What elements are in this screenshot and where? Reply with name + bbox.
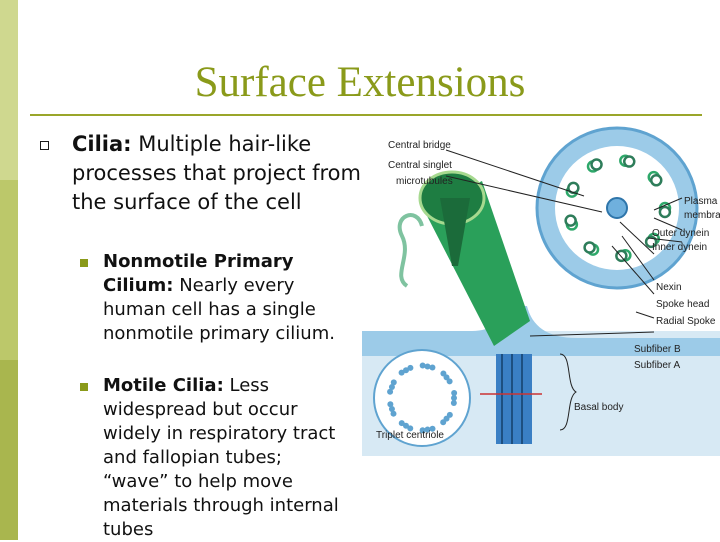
sidebar-band — [0, 180, 18, 360]
bullet-term: Cilia: — [72, 132, 132, 156]
triplet-microtubule — [419, 362, 426, 369]
sub-bullet-term: Nonmotile Primary Cilium: — [103, 251, 294, 296]
slide-title: Surface Extensions — [194, 59, 526, 106]
doublet-microtubule — [644, 235, 658, 249]
label-nexin: Nexin — [656, 282, 682, 293]
sub-bullet-text: Nearly every human cell has a single non… — [103, 275, 335, 344]
label-inner-dynein: Inner dynein — [652, 242, 707, 253]
triplet-microtubule — [407, 364, 414, 371]
triplet-microtubule — [398, 420, 405, 427]
label-triplet-centriole: Triplet centriole — [376, 430, 444, 441]
triplet-microtubule — [429, 425, 436, 432]
label-subfiber-b: Subfiber B — [634, 344, 681, 355]
centriole-triplets — [387, 362, 458, 434]
title-divider — [30, 114, 702, 116]
triplet-microtubule — [429, 364, 436, 371]
triplet-microtubule — [446, 378, 453, 385]
sub-bullet-motile: Motile Cilia: Less widespread but occur … — [103, 374, 353, 542]
beating-cilium — [397, 213, 424, 288]
central-singlet — [606, 197, 628, 219]
label-plasma: Plasma — [684, 196, 718, 207]
bullet-square-icon — [40, 141, 49, 150]
triplet-microtubule — [388, 384, 395, 391]
cilium-structure-diagram: Central bridge Central singlet microtubu… — [362, 126, 720, 456]
label-radial-spoke: Radial Spoke — [656, 316, 716, 327]
triplet-microtubule — [387, 401, 394, 408]
triplet-microtubule — [419, 427, 426, 434]
sub-bullet-nonmotile: Nonmotile Primary Cilium: Nearly every h… — [103, 250, 353, 346]
triplet-microtubule — [424, 426, 431, 433]
central-pair — [440, 198, 470, 266]
sub-bullet-square-icon — [80, 383, 88, 391]
triplet-microtubule — [451, 390, 458, 397]
triplet-microtubule — [403, 367, 409, 374]
label-membrane: membrane — [684, 210, 720, 221]
slide-sidebar-decoration — [0, 0, 18, 540]
plasma-membrane-surface — [362, 306, 720, 356]
label-basal-body: Basal body — [574, 402, 623, 413]
sub-bullet-square-icon — [80, 259, 88, 267]
doublet-microtubule — [658, 205, 672, 219]
sub-bullet-text: Less widespread but occur widely in resp… — [103, 375, 339, 540]
bullet-text: Multiple hair-like processes that projec… — [72, 132, 361, 214]
bullet-cilia: Cilia: Multiple hair-like processes that… — [72, 130, 362, 217]
triplet-microtubule — [390, 379, 397, 386]
label-central-bridge: Central bridge — [388, 140, 451, 151]
doublet-microtubule — [583, 241, 596, 254]
triplet-microtubule — [390, 410, 397, 417]
doublet-microtubule — [590, 158, 603, 171]
doublet-microtubule — [564, 214, 577, 227]
doublet-microtubule — [623, 155, 636, 168]
label-microtubules: microtubules — [396, 176, 453, 187]
label-subfiber-a: Subfiber A — [634, 360, 680, 371]
sidebar-band — [0, 0, 18, 180]
label-leader-lines — [445, 149, 683, 431]
triplet-microtubule — [451, 395, 457, 401]
triplet-microtubule — [388, 405, 395, 412]
sub-bullet-term: Motile Cilia: — [103, 375, 224, 396]
label-central-singlet: Central singlet — [388, 160, 452, 171]
triplet-microtubule — [387, 388, 394, 395]
triplet-microtubule — [440, 419, 447, 426]
triplet-microtubule — [424, 363, 431, 370]
triplet-microtubule — [398, 369, 405, 376]
label-outer-dynein: Outer dynein — [652, 228, 709, 239]
doublet-microtubule — [650, 174, 663, 187]
triplet-microtubule — [450, 399, 457, 406]
outer-doublets — [564, 154, 672, 263]
label-spoke-head: Spoke head — [656, 299, 709, 310]
sidebar-band — [0, 360, 18, 540]
